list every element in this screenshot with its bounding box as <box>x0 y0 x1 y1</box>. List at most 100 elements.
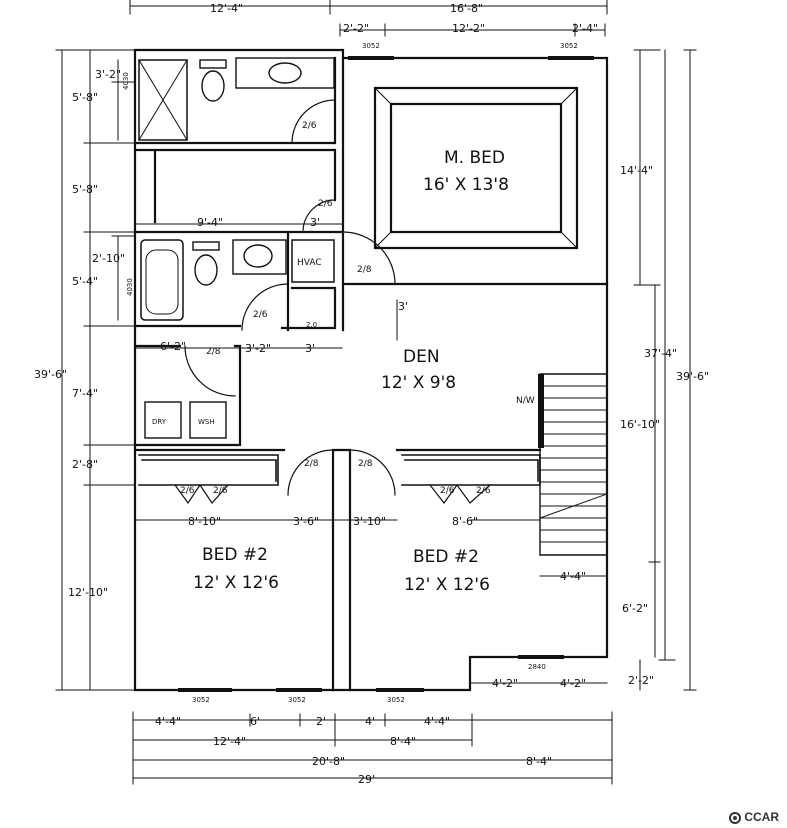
toilet-master <box>201 70 225 102</box>
window-label-bottom-right: 2840 <box>528 663 546 671</box>
window-label-bottom-3: 3052 <box>387 696 405 704</box>
door-label-master-bed: 2/8 <box>357 265 372 275</box>
dim-bottom-r4: 29' <box>358 773 375 786</box>
shower <box>138 59 188 141</box>
dim-left-total: 39'-6" <box>34 368 67 381</box>
dim-int-bed-l-b: 3'-6" <box>293 515 319 528</box>
dim-right-d1: 14'-4" <box>620 164 653 177</box>
dim-bottom-r1-b: 6' <box>250 715 260 728</box>
bifold-right <box>429 483 491 505</box>
watermark: CCAR <box>729 810 779 824</box>
dim-left-d4: 2'-10" <box>92 252 125 265</box>
dim-top-right: 16'-8" <box>450 2 483 15</box>
door-label-bed-right: 2/8 <box>358 459 373 469</box>
dim-bottom-r2-a: 12'-4" <box>213 735 246 748</box>
bed2-right-size: 12' X 12'6 <box>404 575 490 595</box>
tray-ceiling-inner <box>389 102 563 234</box>
dim-int-bump-b: 4'-2" <box>560 677 586 690</box>
dim-top-sub-c: 2'-4" <box>572 22 598 35</box>
toilet-tank-master <box>199 59 227 69</box>
dim-int-hall-b: 3'-2" <box>245 342 271 355</box>
dim-left-d8: 12'-10" <box>68 586 108 599</box>
door-label-closet-left-b: 2/6 <box>213 486 228 496</box>
dim-top-left: 12'-4" <box>210 2 243 15</box>
exterior-wall <box>133 48 609 692</box>
door-label-bed-left: 2/8 <box>304 459 319 469</box>
dim-int-bed-l-a: 8'-10" <box>188 515 221 528</box>
dim-lines-right <box>633 49 697 691</box>
closet-left <box>138 454 279 486</box>
linen-closet <box>280 286 337 330</box>
dim-right-total: 39'-6" <box>676 370 709 383</box>
dim-bottom-r1-e: 4'-4" <box>424 715 450 728</box>
stair-note: N/W <box>516 396 535 406</box>
door-swing-bed-left <box>287 449 334 496</box>
dim-left-d5: 5'-4" <box>72 275 98 288</box>
vanity-bath2 <box>232 239 287 275</box>
hall-closet-wall <box>133 148 337 224</box>
bed2-left-size: 12' X 12'6 <box>193 573 279 593</box>
door-label-bath2: 2/6 <box>253 310 268 320</box>
laundry-wall <box>133 344 242 447</box>
door-swing-closet <box>302 199 336 233</box>
bed2-right-name: BED #2 <box>413 547 479 567</box>
dim-bottom-r1-c: 2' <box>316 715 326 728</box>
vanity-master <box>235 57 335 89</box>
dim-left-d3: 5'-8" <box>72 183 98 196</box>
closet-right <box>401 454 541 486</box>
window-label-bottom-2: 3052 <box>288 696 306 704</box>
bedroom-front-wall <box>133 448 542 692</box>
dim-int-bath2-width: 9'-4" <box>197 216 223 229</box>
master-bed-name: M. BED <box>444 148 505 168</box>
watermark-text: CCAR <box>744 810 779 824</box>
tub-code-top: 4030 <box>122 72 130 90</box>
staircase <box>539 373 608 556</box>
dim-right-d2: 16'-10" <box>620 418 660 431</box>
stair-rail <box>538 374 544 448</box>
dim-bottom-r3-b: 8'-4" <box>526 755 552 768</box>
door-label-master-bath: 2/6 <box>302 121 317 131</box>
dim-right-d3: 6'-2" <box>622 602 648 615</box>
den-size: 12' X 9'8 <box>381 373 456 393</box>
master-bed-size: 16' X 13'8 <box>423 175 509 195</box>
window-label-top-left: 3052 <box>362 42 380 50</box>
den-name: DEN <box>403 347 440 367</box>
dim-bottom-r2-b: 8'-4" <box>390 735 416 748</box>
toilet-bath2 <box>194 254 218 286</box>
dim-bottom-r1-d: 4' <box>365 715 375 728</box>
toilet-tank-bath2 <box>192 241 220 251</box>
dim-lines-left <box>55 49 136 691</box>
dim-left-d1: 3'-2" <box>95 68 121 81</box>
tub-code-bottom: 4030 <box>126 278 134 296</box>
door-label-closet-right-b: 2/6 <box>476 486 491 496</box>
door-label-closet-right-a: 2/6 <box>440 486 455 496</box>
hvac-closet <box>291 239 335 283</box>
door-swing-master-bath <box>291 99 336 144</box>
dim-bottom-r1-a: 4'-4" <box>155 715 181 728</box>
dim-top-sub-b: 12'-2" <box>452 22 485 35</box>
master-bed-wall <box>341 56 609 286</box>
door-swing-master-bed <box>342 231 396 285</box>
sink-master <box>268 62 302 84</box>
ccar-logo-icon <box>729 811 742 824</box>
bed2-left-name: BED #2 <box>202 545 268 565</box>
hvac-label: HVAC <box>297 258 322 268</box>
dim-lines-interior <box>134 223 608 684</box>
washer <box>189 401 227 439</box>
dim-int-stair-w: 4'-4" <box>560 570 586 583</box>
dim-int-hall-3: 3' <box>398 300 408 313</box>
door-swing-bath2 <box>241 283 289 331</box>
dim-left-d2: 5'-8" <box>72 91 98 104</box>
bathtub <box>140 239 184 321</box>
bath2-wall <box>133 230 345 332</box>
tray-ceiling-outer <box>373 86 579 250</box>
dim-int-bed-r-a: 3'-10" <box>353 515 386 528</box>
dim-int-bed-r-b: 8'-6" <box>452 515 478 528</box>
bathtub-inner <box>145 249 179 315</box>
dim-lines-top <box>129 0 608 37</box>
window-label-top-right: 3052 <box>560 42 578 50</box>
dim-int-bath2-closet: 3' <box>310 216 320 229</box>
dim-right-d5: 37'-4" <box>644 347 677 360</box>
dim-right-d4: 2'-2" <box>628 674 654 687</box>
